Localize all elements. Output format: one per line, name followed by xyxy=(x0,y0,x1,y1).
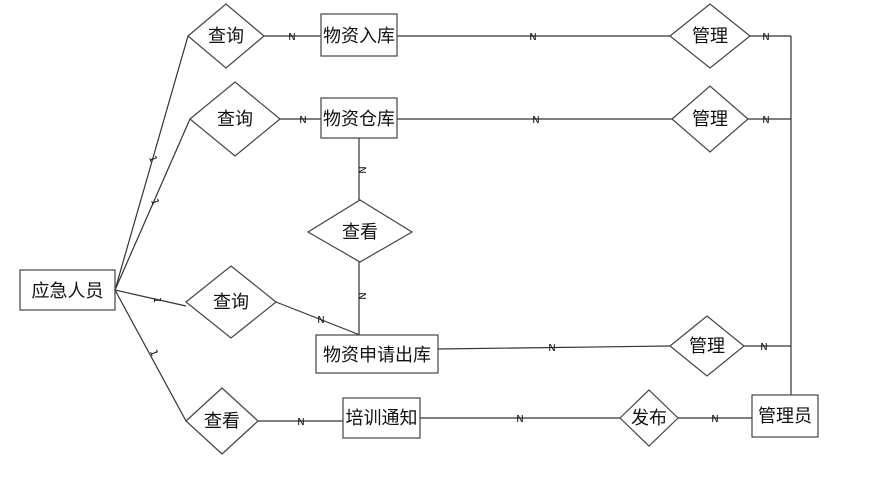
cardinality-one: 1 xyxy=(146,154,159,164)
entity-label: 培训通知 xyxy=(346,408,418,429)
cardinality-many: N xyxy=(532,115,539,126)
cardinality-many: N xyxy=(548,343,555,354)
cardinality-one: 1 xyxy=(151,297,162,303)
cardinality-labels: 1 1 1 1 N N N N N N N N N N N N N N xyxy=(146,32,770,428)
relation-query-warehouse: 查询 xyxy=(189,81,281,157)
relation-manage-outbound: 管理 xyxy=(669,315,745,377)
cardinality-many: N xyxy=(760,342,767,353)
entity-label: 应急人员 xyxy=(32,281,104,302)
cardinality-many: N xyxy=(516,414,523,425)
cardinality-many: N xyxy=(288,32,295,43)
relation-manage-warehouse: 管理 xyxy=(671,85,749,153)
cardinality-one: 1 xyxy=(147,348,160,358)
relation-label: 管理 xyxy=(689,336,725,357)
entity-inbound: 物资入库 xyxy=(320,13,398,57)
cardinality-one: 1 xyxy=(148,197,161,207)
relation-label: 查询 xyxy=(217,109,253,130)
relation-label: 查询 xyxy=(208,26,244,47)
relation-label: 查看 xyxy=(204,411,240,432)
cardinality-many: N xyxy=(299,115,306,126)
relation-label: 发布 xyxy=(631,408,667,429)
entity-outbound-request: 物资申请出库 xyxy=(315,334,439,374)
entity-label: 物资仓库 xyxy=(323,109,395,130)
relation-query-inbound: 查询 xyxy=(187,3,265,69)
entity-emergency-staff: 应急人员 xyxy=(19,269,116,311)
relation-label: 查看 xyxy=(342,222,378,243)
entity-label: 物资申请出库 xyxy=(323,345,431,366)
entity-training-notice: 培训通知 xyxy=(342,397,421,439)
entity-admin: 管理员 xyxy=(751,394,819,438)
connection-lines xyxy=(114,35,792,422)
relation-view-training: 查看 xyxy=(185,387,259,455)
cardinality-many: N xyxy=(529,32,536,43)
cardinality-many: N xyxy=(297,417,304,428)
relation-label: 管理 xyxy=(692,26,728,47)
relation-manage-inbound: 管理 xyxy=(669,3,751,69)
relation-publish: 发布 xyxy=(619,389,679,447)
relation-view-between: 查看 xyxy=(306,199,414,263)
cardinality-many: N xyxy=(356,166,367,173)
cardinality-many: N xyxy=(356,292,367,299)
cardinality-many: N xyxy=(317,315,324,326)
cardinality-many: N xyxy=(711,414,718,425)
relation-label: 查询 xyxy=(213,292,249,313)
entity-label: 物资入库 xyxy=(323,26,395,47)
entity-warehouse: 物资仓库 xyxy=(320,97,398,139)
entity-label: 管理员 xyxy=(758,406,812,427)
cardinality-many: N xyxy=(762,32,769,43)
cardinality-many: N xyxy=(762,115,769,126)
relation-label: 管理 xyxy=(692,109,728,130)
relation-query-outbound: 查询 xyxy=(185,265,277,339)
